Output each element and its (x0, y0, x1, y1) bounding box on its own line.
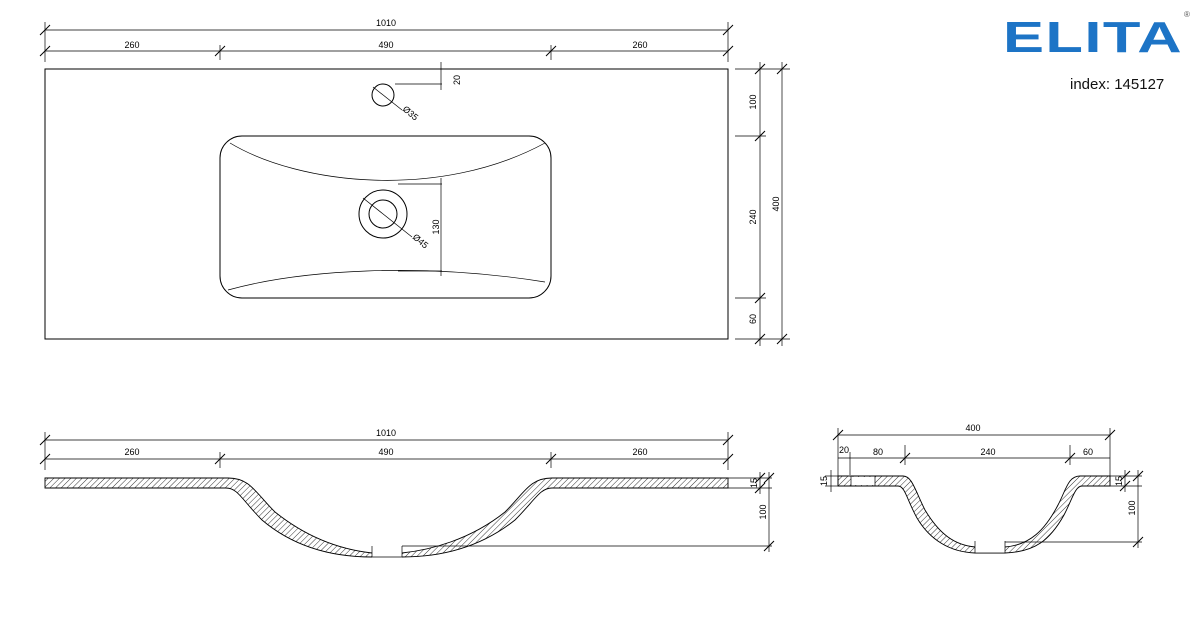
side-thickness-right-label: 15 (1114, 476, 1124, 486)
index-number: 145127 (1114, 76, 1165, 93)
side-back-margin-label: 80 (873, 447, 883, 457)
side-thickness-left-label: 15 (819, 476, 829, 486)
top-right-offset-label: 260 (632, 40, 647, 50)
side-back-edge-label: 20 (839, 445, 849, 455)
front-thickness-label: 15 (749, 478, 759, 488)
top-overall-depth-label: 400 (771, 196, 781, 211)
front-section: 1010 260 490 260 15 100 (39, 428, 775, 558)
front-right-offset-label: 260 (632, 447, 647, 457)
index-label: index: 145127 (1070, 76, 1164, 93)
top-overall-width-label: 1010 (376, 18, 396, 28)
countertop-outline (44, 68, 729, 340)
side-front-margin-label: 60 (1083, 447, 1093, 457)
drain-outer (358, 189, 408, 239)
top-left-offset-label: 260 (124, 40, 139, 50)
top-basin-width-label: 490 (378, 40, 393, 50)
side-overall-depth-label: 400 (965, 423, 980, 433)
front-left-offset-label: 260 (124, 447, 139, 457)
top-front-margin-label: 60 (748, 314, 758, 324)
top-basin-depth-label: 240 (748, 209, 758, 224)
drain-offset-label: 130 (431, 219, 441, 234)
drain-inner (368, 199, 398, 229)
side-section: 400 20 80 240 60 15 15 100 (819, 423, 1144, 554)
drain-diameter-label: Ø45 (411, 232, 430, 251)
front-depth-label: 100 (758, 504, 768, 519)
basin-outline (219, 135, 552, 299)
front-section-profile (44, 477, 729, 558)
side-section-profile (837, 475, 1111, 554)
top-view: Ø45 Ø35 20 130 1010 260 490 260 (39, 18, 790, 346)
top-back-margin-label: 100 (748, 94, 758, 109)
brand-name: ELITA (1003, 13, 1183, 56)
tap-hole (371, 83, 395, 107)
tap-hole-offset-label: 20 (452, 75, 462, 85)
side-depth-label: 100 (1127, 500, 1137, 515)
registered-mark: ® (1184, 10, 1190, 19)
basin-back-slope (229, 142, 546, 181)
tap-hole-diameter-label: Ø35 (401, 104, 420, 123)
front-basin-width-label: 490 (378, 447, 393, 457)
side-basin-depth-label: 240 (980, 447, 995, 457)
basin-front-slope (227, 270, 546, 291)
index-prefix: index: (1070, 76, 1111, 93)
front-overall-width-label: 1010 (376, 428, 396, 438)
elita-logo: ELITA (1003, 13, 1183, 56)
